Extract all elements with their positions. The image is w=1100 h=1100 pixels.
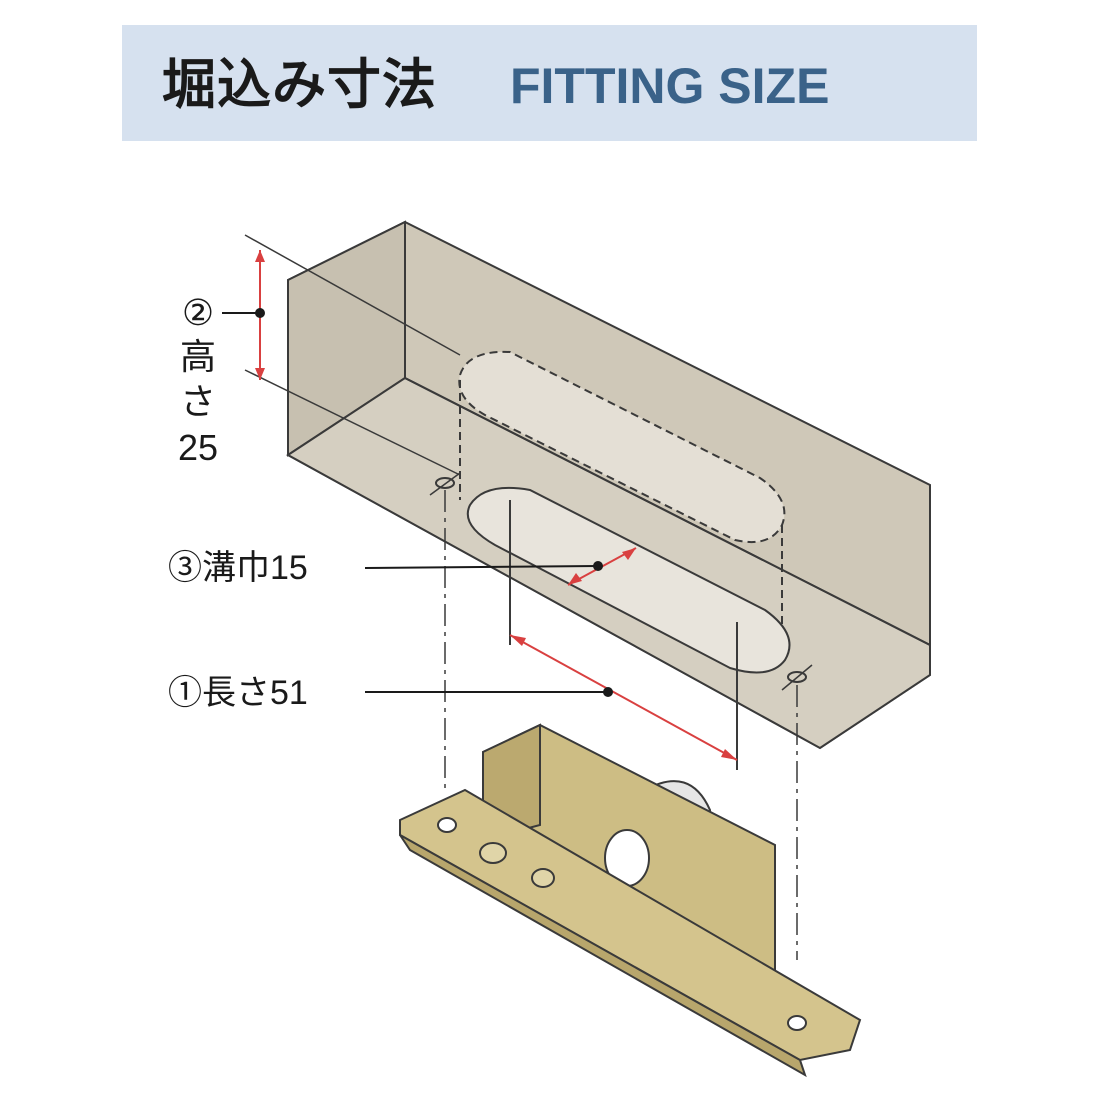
- length-label: ①長さ51: [168, 674, 308, 712]
- title-japanese: 堀込み寸法: [162, 53, 437, 116]
- title-english: FITTING SIZE: [510, 58, 830, 114]
- height-label-char-2: さ: [179, 381, 216, 422]
- height-dimension-dot: [255, 308, 265, 318]
- roller-hardware: [399, 723, 862, 1078]
- width-dimension-dot: [593, 561, 603, 571]
- length-dimension-line: [509, 634, 738, 761]
- groove-slot: [466, 486, 791, 674]
- screw-hole-left: [429, 472, 461, 496]
- height-marker: ②: [181, 292, 215, 333]
- title-banner: [122, 25, 977, 141]
- height-label-char-1: 高: [179, 336, 216, 377]
- height-value: 25: [177, 427, 219, 468]
- groove-width-label: ③溝巾15: [168, 549, 308, 587]
- screw-hole-right: [781, 664, 813, 691]
- length-dimension-dot: [603, 687, 613, 697]
